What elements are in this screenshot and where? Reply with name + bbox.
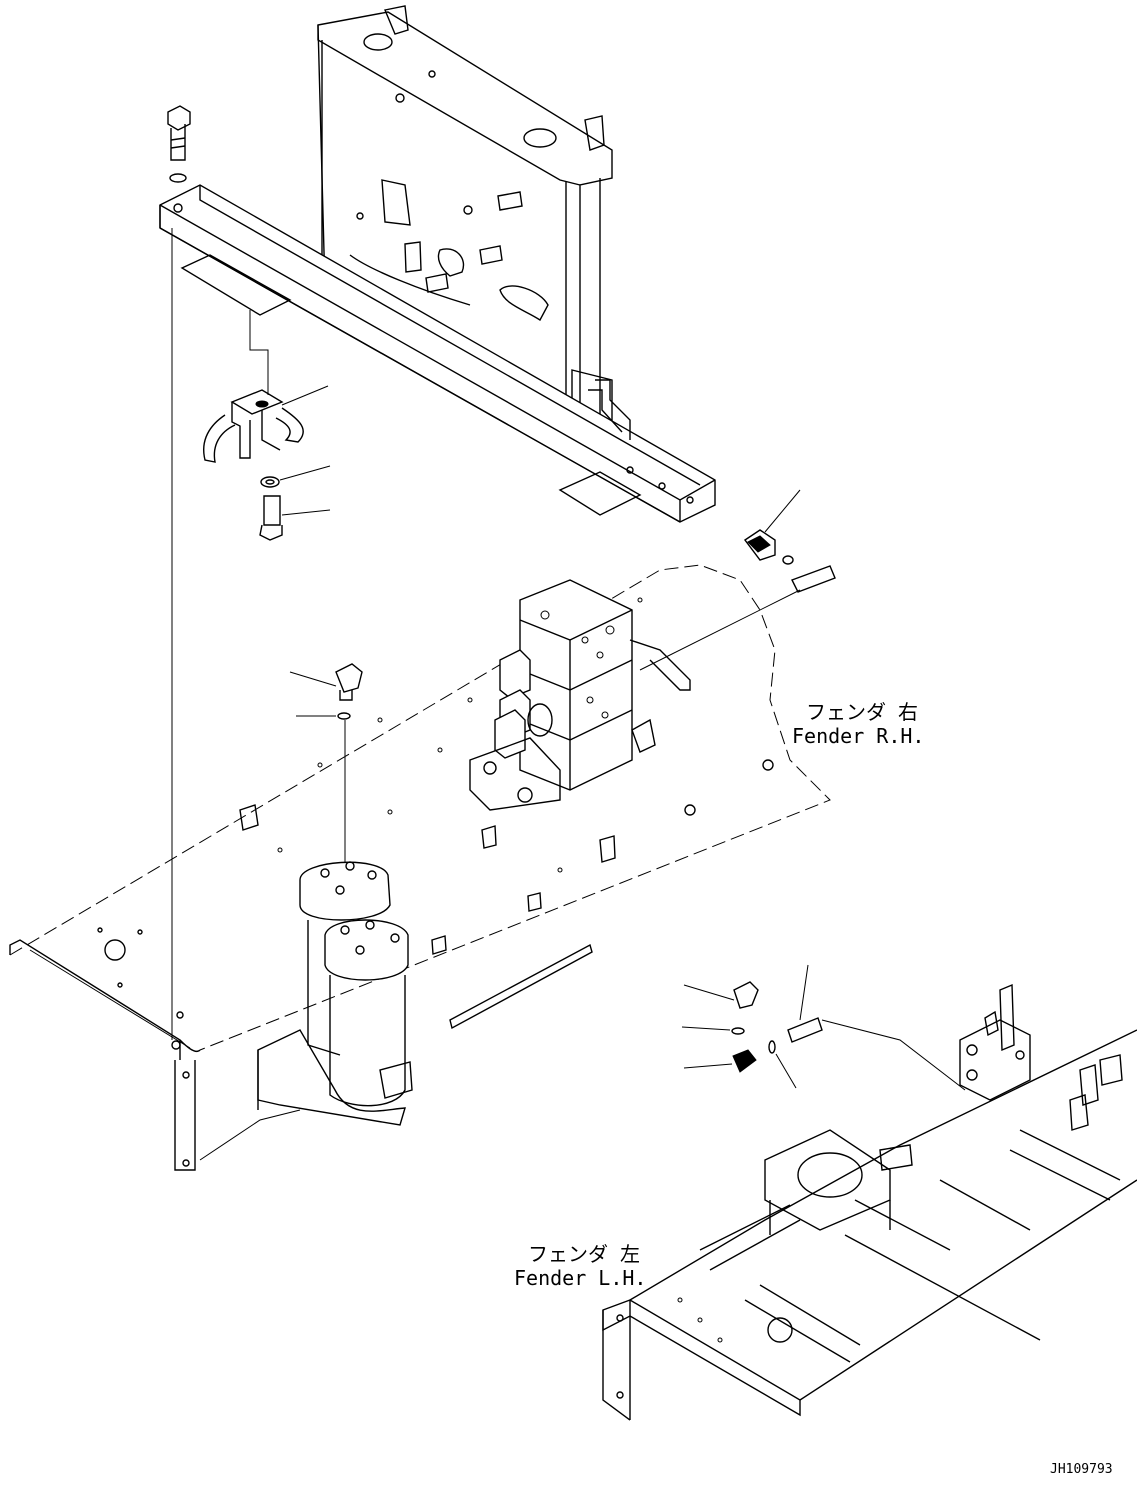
sensor-lh: [681, 964, 966, 1091]
fender-lh-panel: [602, 1029, 1137, 1421]
hose-bracket: [203, 310, 331, 541]
drawing-number: JH109793: [1050, 1462, 1113, 1477]
floor-panel: [9, 564, 831, 1171]
fender-rh-label-jp: フェンダ 右: [806, 700, 919, 724]
control-valve: [469, 579, 691, 811]
fender-lh-label-jp: フェンダ 左: [528, 1242, 641, 1266]
fender-lh-label-en: Fender L.H.: [514, 1266, 647, 1290]
filter-assembly: [257, 861, 413, 1126]
sensor-rh: [639, 489, 836, 671]
cross-beam: [159, 184, 716, 523]
pressure-switch: [289, 663, 363, 868]
fender-rh-label-en: Fender R.H.: [792, 724, 925, 748]
bolt-top: [167, 105, 191, 183]
valve-block-rh: [959, 983, 1031, 1101]
